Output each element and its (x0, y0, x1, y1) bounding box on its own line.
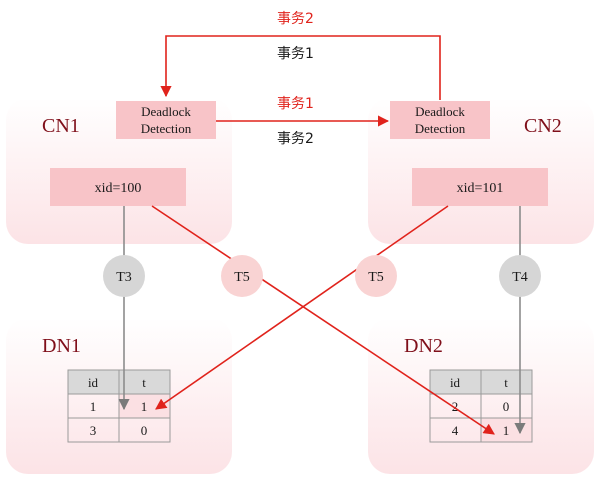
deadlock-loop-arrow (160, 35, 441, 100)
t3-label: T3 (116, 270, 132, 285)
dn2-cell: 4 (452, 423, 459, 438)
cn1-dd-line1: Deadlock (141, 104, 191, 119)
cn2-xid-box (412, 168, 548, 206)
cn1-deadlock-detection-box (116, 101, 216, 139)
loop-txn-black: 事务1 (277, 46, 314, 62)
dn1-cell: 1 (90, 399, 97, 414)
cn2-dd-line2: Detection (415, 121, 466, 136)
dn1-header-id: id (88, 375, 99, 390)
dn1-header-t: t (142, 375, 146, 390)
t3-circle (103, 255, 145, 297)
t4-circle (499, 255, 541, 297)
t5-right-circle (355, 255, 397, 297)
dn2-cell: 2 (452, 399, 459, 414)
cn2-title: CN2 (524, 115, 562, 137)
dn1-cell: 1 (141, 399, 148, 414)
dn2-title: DN2 (404, 335, 443, 357)
cn1-xid-text: xid=100 (95, 181, 142, 196)
dn2-header-t: t (504, 375, 508, 390)
loop-txn-red: 事务2 (277, 11, 314, 27)
middle-txn-black: 事务2 (277, 131, 314, 147)
dn1-title: DN1 (42, 335, 81, 357)
cn2-dd-line1: Deadlock (415, 104, 465, 119)
dn1-cell: 0 (141, 423, 148, 438)
cn1-dd-line2: Detection (141, 121, 192, 136)
cn1-title: CN1 (42, 115, 80, 137)
t5-left-circle (221, 255, 263, 297)
t5-right-label: T5 (368, 270, 384, 285)
dn2-cell: 1 (503, 423, 510, 438)
dn2-cell: 0 (503, 399, 510, 414)
cn1-to-dn2-arrow (151, 205, 495, 435)
t5-left-label: T5 (234, 270, 250, 285)
cn1-xid-box (50, 168, 186, 206)
dn2-header-id: id (450, 375, 461, 390)
cn2-to-dn1-arrow (155, 205, 449, 410)
cn2-deadlock-detection-box (390, 101, 490, 139)
dn1-cell: 3 (90, 423, 97, 438)
t4-label: T4 (512, 270, 528, 285)
cn2-xid-text: xid=101 (457, 181, 504, 196)
middle-txn-red: 事务1 (277, 96, 314, 112)
